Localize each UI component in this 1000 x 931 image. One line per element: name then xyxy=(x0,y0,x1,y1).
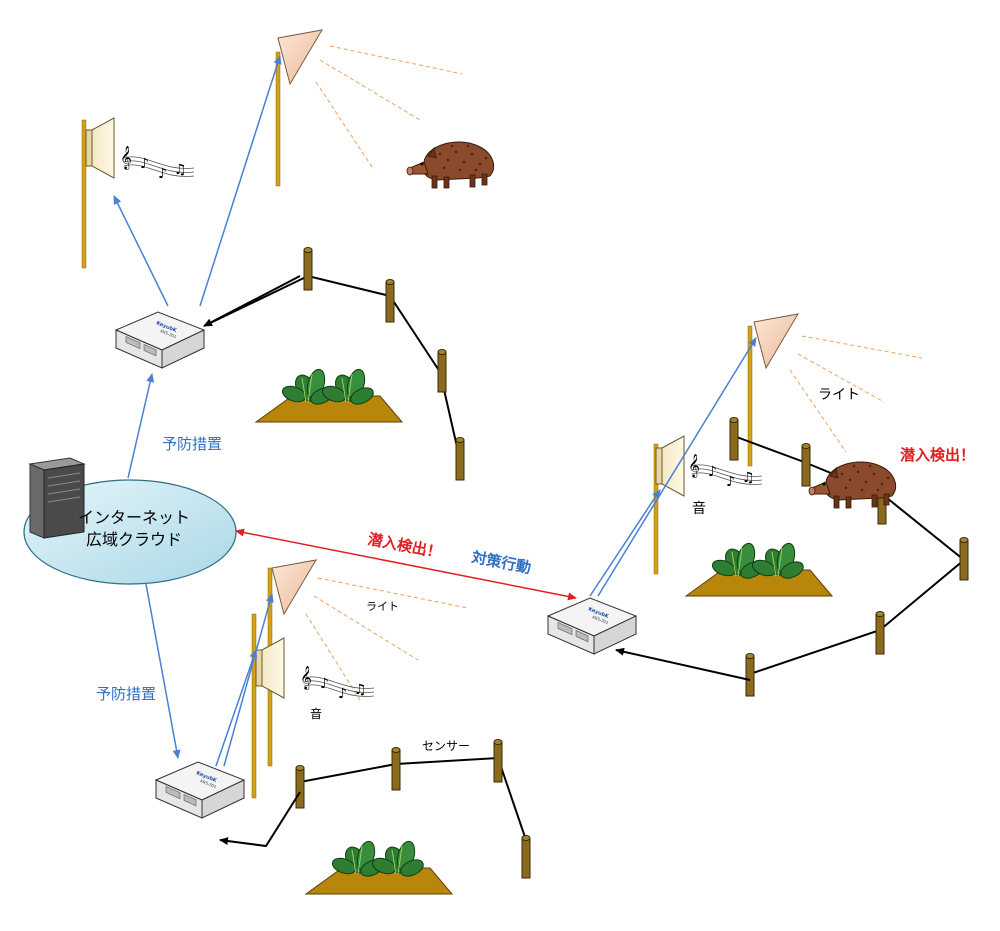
crop-plant-icon xyxy=(686,541,832,596)
music-note-icon xyxy=(299,664,375,703)
control-arrow-speaker xyxy=(215,649,258,767)
cloud-label-line2: 広域クラウド xyxy=(85,530,182,549)
sensor-arrow xyxy=(219,791,301,848)
prevent-label-bottom: 予防措置 xyxy=(96,685,157,703)
fence-post-icon xyxy=(303,247,313,291)
sound-label-bottom: 音 xyxy=(310,707,323,721)
light-beam xyxy=(789,335,923,453)
spotlight-icon xyxy=(271,559,317,615)
light-label-right: ライト xyxy=(818,387,860,403)
fence-wire xyxy=(203,274,461,461)
spotlight-icon xyxy=(753,313,799,369)
fence-post-icon xyxy=(391,747,401,791)
intrusion-arrow xyxy=(235,528,577,601)
fence-post-icon xyxy=(959,537,969,581)
spotlight-icon xyxy=(277,29,323,85)
fence-post-icon xyxy=(745,653,755,697)
fence-wire xyxy=(733,435,966,675)
speaker-icon xyxy=(255,637,285,699)
music-note-icon xyxy=(119,144,195,183)
scene-top-left xyxy=(81,29,495,481)
fence-post-icon xyxy=(385,279,395,323)
spotlight-pole xyxy=(275,51,281,187)
control-arrow-light xyxy=(223,593,274,767)
sensor-arrow xyxy=(615,647,751,681)
speaker-pole xyxy=(81,119,87,269)
scene-bottom-left xyxy=(155,559,531,894)
fence-post-icon xyxy=(295,765,305,809)
fence-post-icon xyxy=(801,443,811,487)
fence-post-icon xyxy=(521,835,531,879)
control-arrow-speaker xyxy=(113,195,169,307)
sensor-arrow xyxy=(203,275,301,327)
scene-right xyxy=(547,313,969,697)
boar-icon xyxy=(406,141,495,189)
speaker-icon xyxy=(655,435,685,497)
control-arrow-light xyxy=(199,55,282,307)
control-arrow-speaker xyxy=(589,489,661,597)
sensor-device-icon xyxy=(155,761,245,819)
crop-plant-icon xyxy=(306,839,452,894)
prevent-label-top: 予防措置 xyxy=(162,435,223,453)
server-icon xyxy=(28,457,86,539)
crop-plant-icon xyxy=(256,367,402,422)
fence-post-icon xyxy=(493,739,503,783)
prevent-arrow-up xyxy=(127,373,155,479)
fence-post-icon xyxy=(437,349,447,393)
control-arrow-light xyxy=(597,337,757,597)
sensor-device-icon xyxy=(115,311,205,369)
speaker-icon xyxy=(85,117,115,179)
fence-post-icon xyxy=(729,417,739,461)
prevent-arrow-down xyxy=(145,583,181,759)
speaker-pole xyxy=(251,613,257,799)
fence-post-icon xyxy=(875,611,885,655)
light-label-bottom: ライト xyxy=(366,600,399,613)
cloud-group xyxy=(23,373,237,759)
cloud-label-line1: インターネット xyxy=(77,508,190,527)
fence-post-icon xyxy=(455,437,465,481)
sensor-device-icon xyxy=(547,597,637,655)
spotlight-pole xyxy=(747,325,753,467)
light-beam xyxy=(305,577,469,701)
cloud-label: インターネット 広域クラウド xyxy=(72,507,196,551)
light-beam xyxy=(315,45,463,171)
sensor-label: センサー xyxy=(422,739,471,753)
intrusion-label-right: 潜入検出！ xyxy=(900,446,976,464)
fence-wire xyxy=(299,756,527,841)
sound-label-right: 音 xyxy=(692,501,706,517)
speaker-pole xyxy=(653,443,659,575)
